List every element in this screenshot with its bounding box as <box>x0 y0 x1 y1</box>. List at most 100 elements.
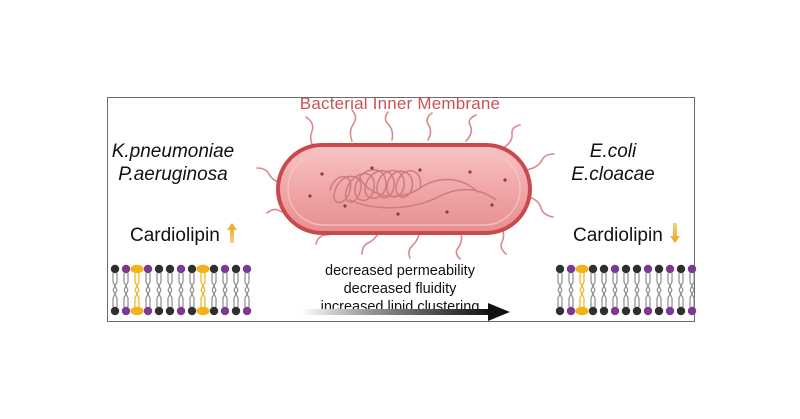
lipid-tail <box>112 273 116 291</box>
lipid-tail <box>623 273 627 291</box>
lipid-head <box>665 264 675 274</box>
lipid-bilayer-right <box>555 264 697 316</box>
lipid-tail <box>156 289 160 307</box>
lipid-tail <box>224 273 228 291</box>
figure-title: Bacterial Inner Membrane <box>299 94 501 113</box>
lipid-tail <box>557 273 561 291</box>
lipid-tail <box>202 289 206 307</box>
lipid-head <box>643 306 653 316</box>
lipid-tail <box>557 289 561 307</box>
lipid-tail <box>125 289 129 307</box>
lipid-head <box>588 264 598 274</box>
lipid-head <box>154 306 164 316</box>
cardiolipin-head <box>130 264 144 274</box>
lipid-head <box>220 264 230 274</box>
lipid-head <box>165 264 175 274</box>
lipid-tail <box>246 273 250 291</box>
lipid-tail <box>634 289 638 307</box>
ribosome-dots <box>308 166 507 216</box>
lipid-head <box>231 264 241 274</box>
lipid-tail <box>244 273 248 291</box>
lipid-head <box>176 264 186 274</box>
lipid-tail <box>169 273 173 291</box>
lipid-head <box>621 306 631 316</box>
lipid-tail <box>112 289 116 307</box>
lipid-head <box>143 264 153 274</box>
lipid-tail <box>156 273 160 291</box>
lipid-head <box>220 306 230 316</box>
lipid-tail <box>233 273 237 291</box>
lipid-tail <box>136 273 140 291</box>
right-cardiolipin: Cardiolipin <box>573 223 681 249</box>
lipid-tail <box>213 273 217 291</box>
left-cardiolipin: Cardiolipin <box>130 223 238 249</box>
lipid-tail <box>614 273 618 291</box>
lipid-tail <box>147 273 151 291</box>
lipid-tail <box>645 289 649 307</box>
lipid-head <box>555 264 565 274</box>
lipid-tail <box>568 289 572 307</box>
lipid-tail <box>213 289 217 307</box>
lipid-head <box>165 306 175 316</box>
cardiolipin-head <box>575 306 589 316</box>
lipid-tail <box>191 273 195 291</box>
lipid-tail <box>592 289 596 307</box>
lipid-head <box>621 264 631 274</box>
lipid-head <box>110 264 120 274</box>
lipid-tail <box>224 289 228 307</box>
lipid-head <box>643 264 653 274</box>
lipid-tail <box>114 273 118 291</box>
lipid-tail <box>656 273 660 291</box>
lipid-tail <box>134 289 138 307</box>
lipid-head <box>687 264 697 274</box>
lipid-tail <box>568 273 572 291</box>
cardiolipin-head <box>196 264 210 274</box>
lipid-tail <box>167 289 171 307</box>
gradient-arrow <box>300 303 510 321</box>
lipid-tail <box>623 289 627 307</box>
lipid-tail <box>134 273 138 291</box>
lipid-head <box>555 306 565 316</box>
lipid-head <box>187 264 197 274</box>
lipid-tail <box>691 289 695 307</box>
right-cardiolipin-label: Cardiolipin <box>573 225 663 247</box>
lipid-tail <box>136 289 140 307</box>
lipid-tail <box>222 289 226 307</box>
lipid-head <box>187 306 197 316</box>
left-species-2: P.aeruginosa <box>118 164 228 185</box>
lipid-tail <box>570 289 574 307</box>
lipid-head <box>231 306 241 316</box>
lipid-head <box>599 306 609 316</box>
lipid-head <box>665 306 675 316</box>
lipid-tail <box>200 289 204 307</box>
lipid-tail <box>191 289 195 307</box>
lipid-tail <box>158 273 162 291</box>
lipid-head <box>676 306 686 316</box>
lipid-head <box>632 306 642 316</box>
lipid-head <box>242 306 252 316</box>
up-arrow-icon <box>227 223 238 249</box>
lipid-head <box>209 306 219 316</box>
lipid-head <box>121 306 131 316</box>
lipid-tail <box>680 289 684 307</box>
lipid-head <box>121 264 131 274</box>
lipid-tail <box>680 273 684 291</box>
lipid-tail <box>211 273 215 291</box>
lipid-tail <box>202 273 206 291</box>
lipid-tail <box>667 273 671 291</box>
lipid-tail <box>200 273 204 291</box>
lipid-tail <box>590 273 594 291</box>
lipid-tail <box>222 273 226 291</box>
dna-strand <box>329 169 497 209</box>
left-species-1: K.pneumoniae <box>111 141 235 162</box>
lipid-head <box>610 264 620 274</box>
lipid-tail <box>612 273 616 291</box>
lipid-tail <box>689 273 693 291</box>
lipid-tail <box>189 273 193 291</box>
lipid-tail <box>123 289 127 307</box>
lipid-tail <box>180 273 184 291</box>
lipid-tail <box>114 289 118 307</box>
lipid-tail <box>244 289 248 307</box>
lipid-bilayer-left <box>110 264 252 316</box>
